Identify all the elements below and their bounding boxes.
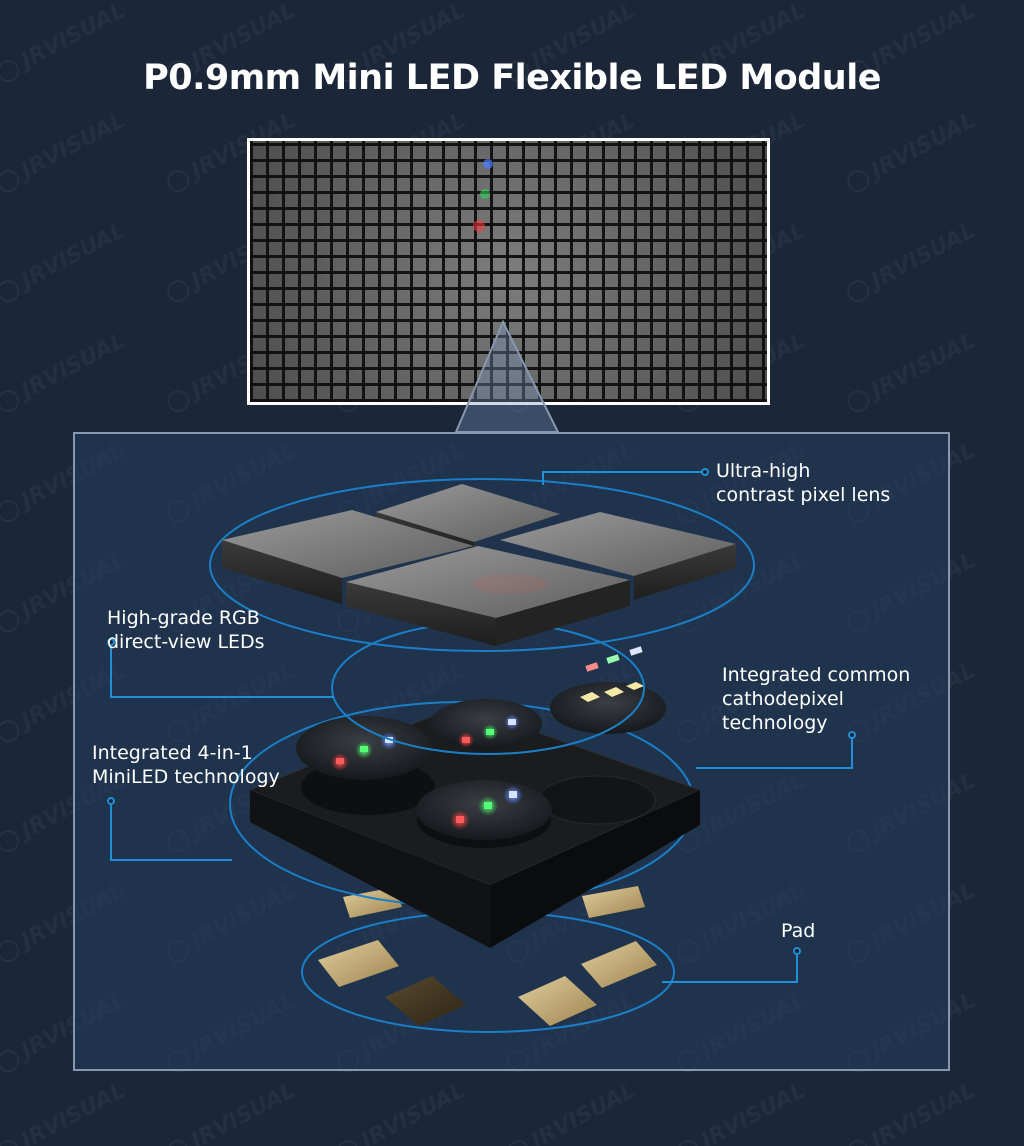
led-blue-die [509, 791, 517, 798]
cathode-die [580, 692, 600, 702]
led-red-die [336, 758, 344, 764]
lens-tile-front-right-side [496, 580, 630, 646]
label-line: Ultra-high [716, 460, 811, 482]
pad-right [581, 941, 657, 988]
leader-dot-miniled [107, 797, 115, 805]
led-green-die [484, 802, 492, 809]
led-red-die [456, 816, 464, 823]
lens-tile-right [500, 512, 736, 576]
led-triplets [331, 646, 644, 830]
label-common-cathode: Integrated common cathodepixel technolog… [722, 663, 910, 735]
label-line: direct-view LEDs [107, 631, 265, 653]
floating-green-die [606, 654, 620, 664]
floating-blue-die [629, 646, 643, 656]
mesh-red-pixel [473, 220, 485, 232]
cathode-die [604, 687, 624, 697]
label-line: technology [722, 712, 828, 734]
led-green-die [486, 729, 494, 735]
led-green-die [360, 746, 368, 752]
mesh-pixel-highlight [473, 159, 493, 232]
cathode-die [626, 682, 644, 690]
lens-color-glint [472, 574, 548, 594]
chip-disc-right [550, 682, 666, 734]
label-miniled-technology: Integrated 4-in-1 MiniLED technology [92, 741, 280, 789]
label-rgb-leds: High-grade RGB direct-view LEDs [107, 606, 265, 654]
pad-center-dark [385, 976, 466, 1026]
leader-line-miniled [110, 801, 232, 861]
mesh-blue-pixel [483, 159, 493, 169]
pad-top-right [582, 886, 645, 918]
leader-line-rgb [110, 642, 334, 698]
pad-center [518, 976, 597, 1026]
led-triplet-front [450, 785, 523, 830]
lens-tile-right-side [634, 544, 736, 600]
lens-tile-left [222, 510, 474, 578]
page-title: P0.9mm Mini LED Flexible LED Module [143, 58, 881, 98]
leader-line-lens [542, 471, 705, 485]
substrate-right-side [490, 790, 700, 948]
floating-led-dies [585, 646, 643, 672]
pad-group [318, 886, 657, 1026]
led-triplet-right [580, 682, 644, 702]
floating-red-die [585, 662, 599, 672]
label-line: Integrated common [722, 664, 911, 686]
lens-tile-back [376, 484, 560, 542]
lens-tile-front-left-side [346, 582, 496, 646]
led-blue-die [508, 719, 516, 725]
mesh-green-pixel [480, 189, 490, 199]
zoom-connector [454, 319, 560, 433]
leader-line-pad [662, 951, 798, 983]
label-pad: Pad [781, 919, 815, 943]
lens-layer-ring [209, 478, 755, 652]
leader-dots [107, 468, 856, 955]
cup-right-empty [538, 775, 656, 825]
label-line: MiniLED technology [92, 766, 280, 788]
chip-disc-center [430, 699, 542, 749]
leader-dot-lens [701, 468, 709, 476]
leader-line-cathode [696, 735, 853, 769]
led-red-die [462, 737, 470, 743]
label-pixel-lens: Ultra-high contrast pixel lens [716, 459, 890, 507]
label-line: High-grade RGB [107, 607, 260, 629]
lens-tile-front [346, 546, 630, 618]
label-line: cathodepixel [722, 688, 844, 710]
pixel-lens-group [222, 484, 736, 646]
leader-dot-cathode [848, 731, 856, 739]
leader-lines [110, 471, 853, 983]
label-line: Pad [781, 920, 816, 942]
label-line: contrast pixel lens [716, 484, 891, 506]
substrate-left-side [250, 790, 490, 948]
label-line: Integrated 4-in-1 [92, 742, 253, 764]
led-mesh-closeup-photo [247, 138, 770, 405]
leader-dot-pad [793, 947, 801, 955]
lens-tile-left-side [222, 540, 342, 604]
pad-left [318, 940, 399, 987]
leader-dot-rgb [107, 638, 115, 646]
led-triplet-center [458, 714, 520, 748]
